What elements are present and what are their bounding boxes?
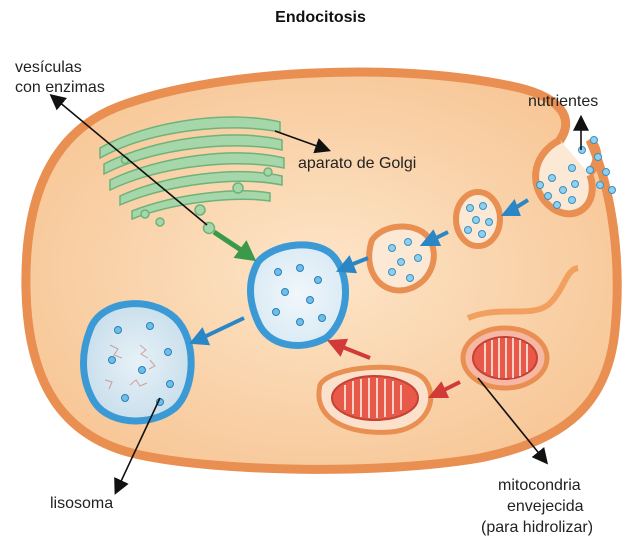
label-golgi: aparato de Golgi <box>298 154 416 173</box>
label-mito-line2: envejecida <box>507 497 584 516</box>
mitochondrion-engulfing <box>463 328 547 388</box>
label-vesicles-line1: vesículas <box>15 58 82 77</box>
label-mito-line3: (para hidrolizar) <box>481 518 593 537</box>
lysosome <box>84 304 192 421</box>
vesicle-medium <box>369 227 434 291</box>
endosome <box>251 245 346 346</box>
label-nutrients: nutrientes <box>528 92 598 111</box>
vesicle-small <box>456 192 500 246</box>
label-mito-line1: mitocondria <box>498 476 581 495</box>
label-lysosome: lisosoma <box>50 494 113 513</box>
label-vesicles-line2: con enzimas <box>15 78 105 97</box>
mitochondrion-autophagosome <box>319 367 431 432</box>
